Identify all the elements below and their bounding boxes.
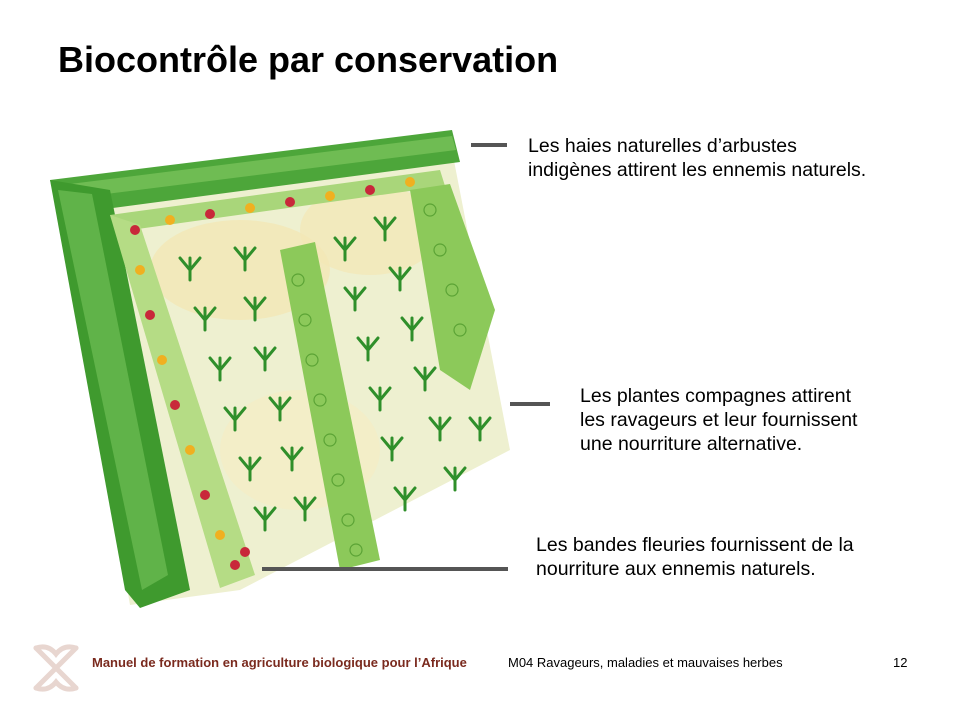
page-number: 12	[893, 655, 908, 670]
companion-strip-2	[410, 184, 495, 390]
callout-companions: Les plantes compagnes attirent les ravag…	[580, 384, 857, 456]
callout-flowers-line2: nourriture aux ennemis naturels.	[536, 558, 816, 580]
manual-logo-icon	[33, 644, 79, 692]
field-illustration	[50, 130, 510, 608]
flower-strip-left	[110, 215, 255, 588]
callout-flowers: Les bandes fleuries fournissent de la no…	[536, 533, 854, 581]
leader-line-flowers	[262, 567, 508, 571]
callout-hedges-line1: Les haies naturelles d’arbustes	[528, 135, 797, 157]
leader-line-hedges	[471, 143, 507, 147]
companion-texture	[291, 203, 467, 557]
footer-module-title: M04 Ravageurs, maladies et mauvaises her…	[508, 655, 783, 670]
flower-strip-top	[110, 170, 445, 232]
callout-companions-line2: les ravageurs et leur fournissent	[580, 409, 858, 431]
companion-strip-1	[280, 242, 380, 570]
callout-companions-line1: Les plantes compagnes attirent	[580, 385, 852, 407]
leader-line-companions	[510, 402, 550, 406]
flowers	[130, 177, 415, 570]
callout-hedges: Les haies naturelles d’arbustes indigène…	[528, 134, 866, 182]
slide-title: Biocontrôle par conservation	[58, 39, 559, 80]
crop-rows	[178, 216, 492, 532]
callout-companions-line3: une nourriture alternative.	[580, 433, 803, 455]
callout-flowers-line1: Les bandes fleuries fournissent de la	[536, 534, 854, 556]
footer-manual-title: Manuel de formation en agriculture biolo…	[92, 655, 467, 670]
callout-hedges-line2: indigènes attirent les ennemis naturels.	[528, 159, 867, 181]
